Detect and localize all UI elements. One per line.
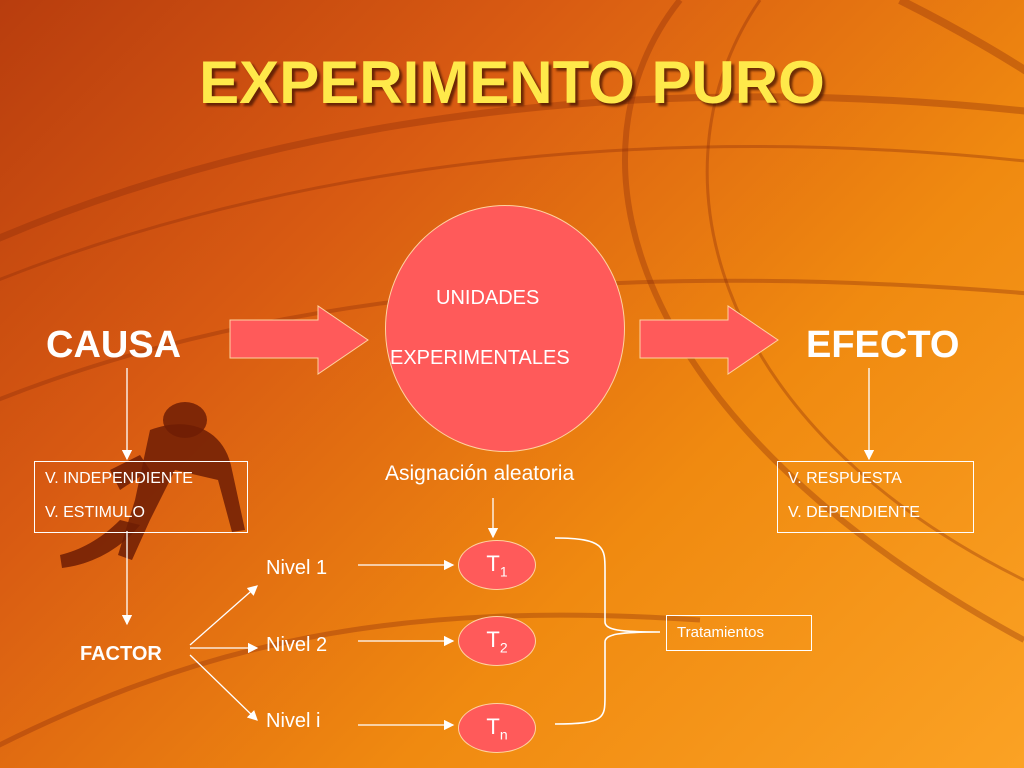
treatment-t2: T2	[458, 616, 536, 666]
dependent-variable-box: V. RESPUESTA V. DEPENDIENTE	[777, 461, 974, 533]
response-variable-label: V. RESPUESTA	[788, 470, 902, 487]
page-title: EXPERIMENTO PURO	[199, 49, 825, 116]
experimental-units-circle	[385, 205, 625, 452]
independent-variable-label: V. INDEPENDIENTE	[45, 470, 193, 487]
block-arrow-right	[639, 305, 779, 375]
circle-label-unidades: UNIDADES	[436, 287, 540, 309]
treatment-t1: T1	[458, 540, 536, 590]
causa-label: CAUSA	[46, 324, 182, 366]
treatments-brace	[554, 537, 661, 725]
treatments-label: Tratamientos	[677, 624, 764, 641]
efecto-label: EFECTO	[806, 324, 960, 366]
independent-variable-box: V. INDEPENDIENTE V. ESTIMULO	[34, 461, 248, 533]
level-i-label: Nivel i	[266, 710, 321, 732]
level-2-label: Nivel 2	[266, 634, 328, 656]
arrow-factor-niveli	[189, 654, 258, 721]
random-assignment-label: Asignación aleatoria	[385, 462, 575, 485]
level-1-label: Nivel 1	[266, 557, 328, 579]
block-arrow-left	[229, 305, 369, 375]
dependent-variable-label: V. DEPENDIENTE	[788, 504, 920, 521]
arrow-factor-nivel1	[189, 585, 258, 646]
circle-label-experimentales: EXPERIMENTALES	[390, 347, 570, 369]
treatment-tn: Tn	[458, 703, 536, 753]
stimulus-variable-label: V. ESTIMULO	[45, 504, 145, 521]
factor-label: FACTOR	[80, 643, 162, 665]
treatments-box: Tratamientos	[666, 615, 812, 651]
